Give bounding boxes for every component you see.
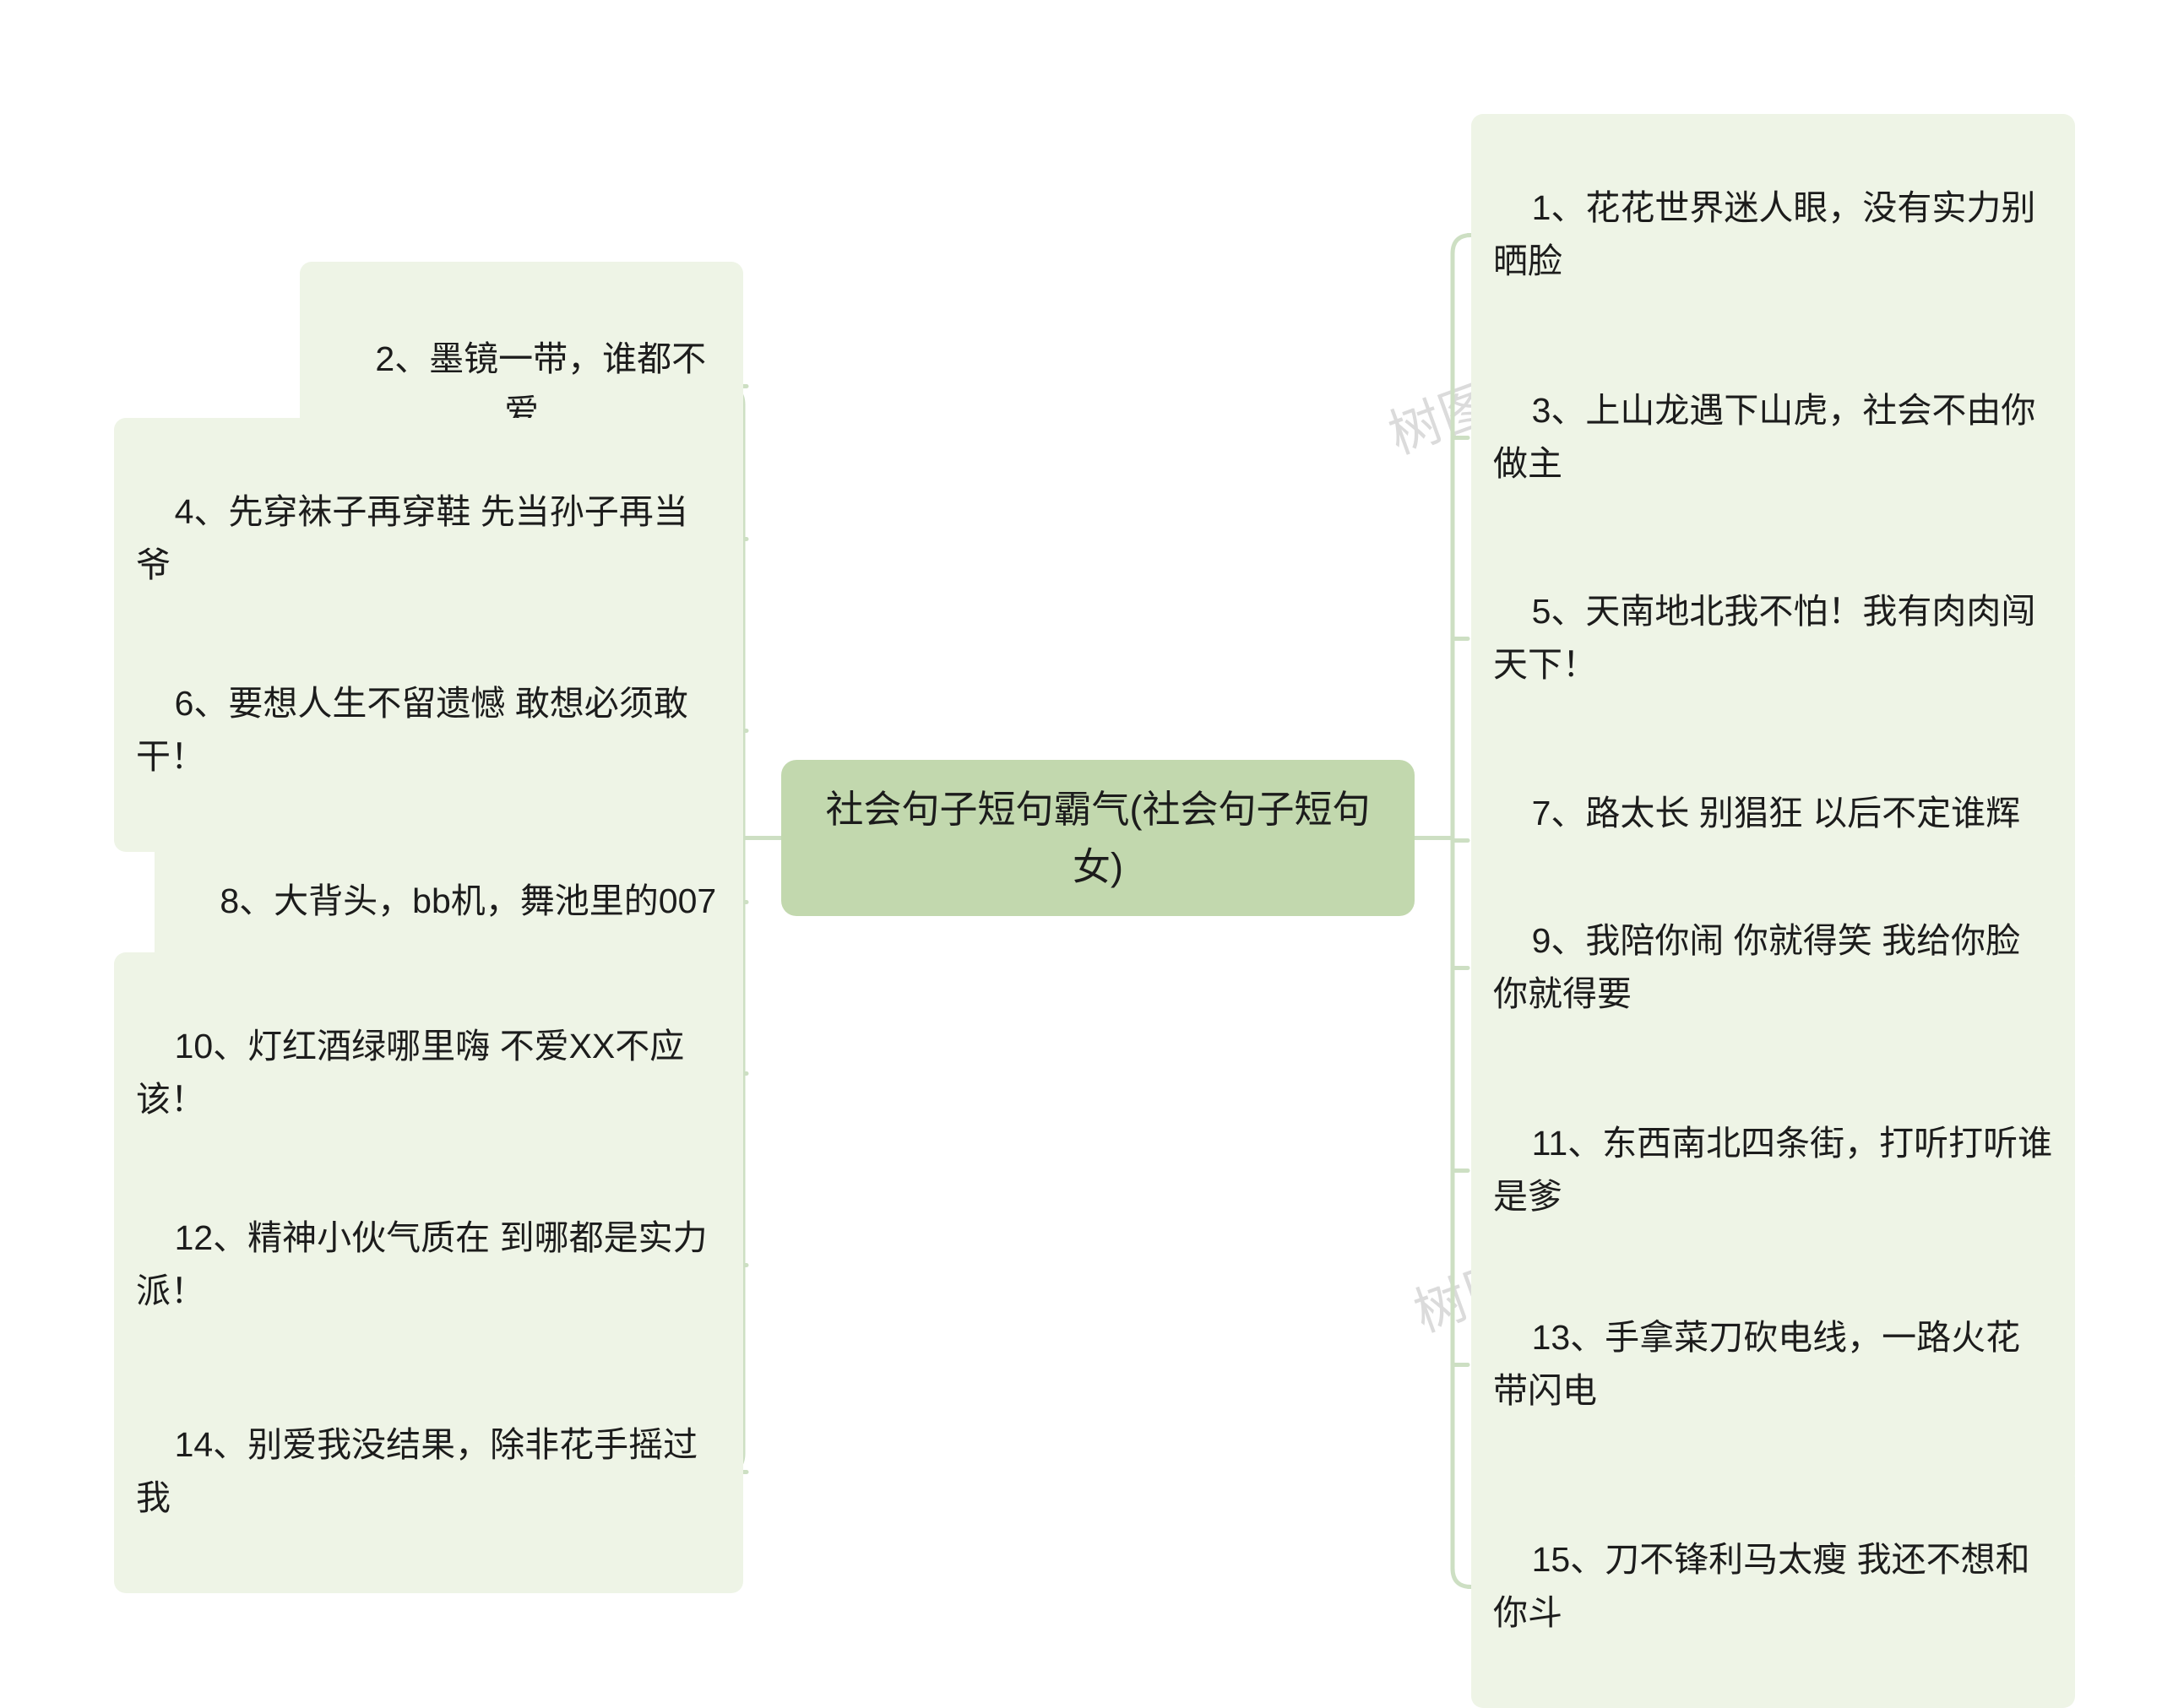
- node-right-3-label: 3、上山龙遇下山虎，社会不由你做主: [1493, 391, 2036, 483]
- node-right-13[interactable]: 13、手拿菜刀砍电线，一路火花带闪电: [1471, 1244, 2075, 1487]
- node-left-2-label: 2、墨镜一带，谁都不爱: [375, 339, 707, 431]
- node-right-1-label: 1、花花世界迷人眼，没有实力别晒脸: [1493, 188, 2036, 280]
- node-right-13-label: 13、手拿菜刀砍电线，一路火花带闪电: [1493, 1318, 2021, 1410]
- node-right-15-label: 15、刀不锋利马太瘦 我还不想和你斗: [1493, 1540, 2030, 1632]
- node-right-9[interactable]: 9、我陪你闹 你就得笑 我给你脸 你就得要: [1471, 847, 2075, 1090]
- node-right-9-label: 9、我陪你闹 你就得笑 我给你脸 你就得要: [1493, 921, 2030, 1013]
- root-node[interactable]: 社会句子短句霸气(社会句子短句女): [781, 760, 1415, 916]
- node-right-5-label: 5、天南地北我不怕！我有肉肉闯天下！: [1493, 592, 2036, 684]
- node-left-12-label: 12、精神小伙气质在 到哪都是实力派！: [136, 1218, 708, 1310]
- node-right-15[interactable]: 15、刀不锋利马太瘦 我还不想和你斗: [1471, 1466, 2075, 1708]
- root-label: 社会句子短句霸气(社会句子短句女): [825, 788, 1371, 888]
- node-right-11-label: 11、东西南北四条街，打听打听谁是爹: [1493, 1124, 2053, 1216]
- node-left-12[interactable]: 12、精神小伙气质在 到哪都是实力派！: [114, 1144, 743, 1387]
- node-left-4-label: 4、先穿袜子再穿鞋 先当孙子再当爷: [136, 492, 688, 584]
- node-left-10-label: 10、灯红酒绿哪里嗨 不爱XX不应该！: [136, 1027, 685, 1119]
- node-right-1[interactable]: 1、花花世界迷人眼，没有实力别晒脸: [1471, 114, 2075, 357]
- right-branch-node-right-1: [1450, 233, 1472, 256]
- node-left-6-label: 6、要想人生不留遗憾 敢想必须敢干！: [136, 684, 688, 776]
- node-left-14-label: 14、别爱我没结果，除非花手摇过我: [136, 1425, 698, 1517]
- node-left-14[interactable]: 14、别爱我没结果，除非花手摇过我: [114, 1351, 743, 1594]
- right-branch-node-right-15: [1450, 1566, 1472, 1589]
- node-left-8-label: 8、大背头，bb机，舞池里的007: [220, 881, 717, 921]
